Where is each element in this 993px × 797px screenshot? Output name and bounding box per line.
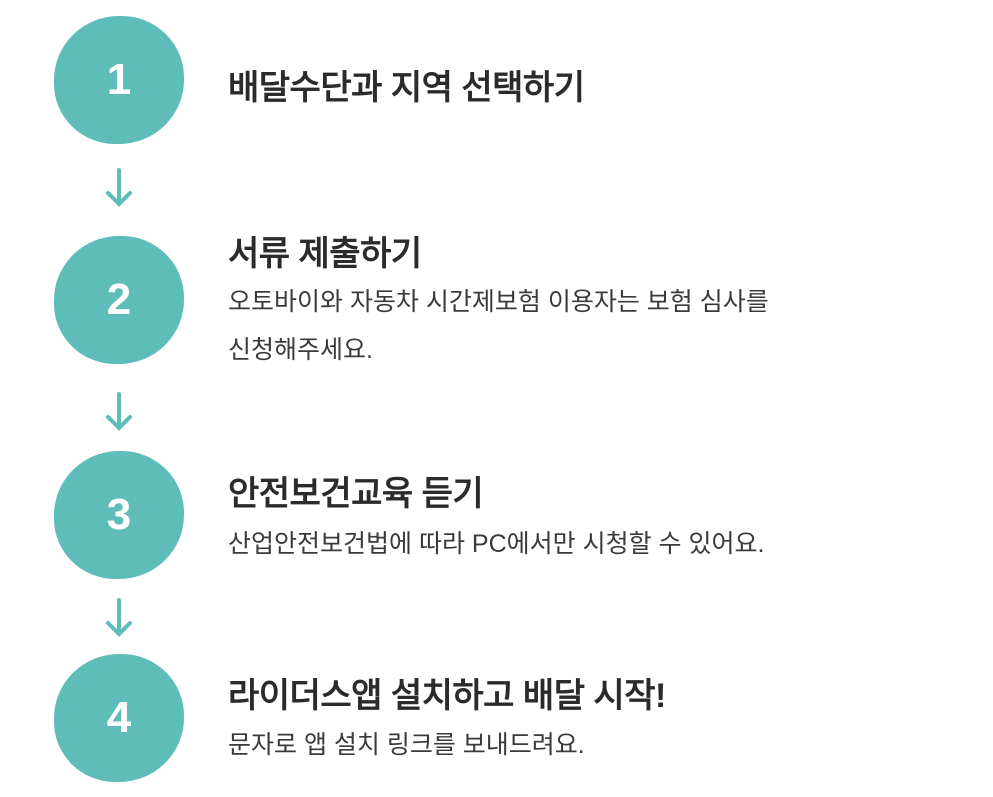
step-title: 서류 제출하기 (228, 235, 422, 273)
desc-line: 신청해주세요. (228, 336, 373, 364)
arrow-down-icon (106, 598, 132, 637)
step-description: 문자로 앱 설치 링크를 보내드려요. (228, 731, 585, 759)
step-title: 안전보건교육 듣기 (228, 475, 484, 513)
step-number-badge: 3 (54, 451, 184, 579)
step-number-badge: 1 (54, 16, 184, 144)
step-number-badge: 2 (54, 236, 184, 364)
step-description: 산업안전보건법에 따라 PC에서만 시청할 수 있어요. (228, 530, 765, 558)
step-title: 라이더스앱 설치하고 배달 시작! (228, 677, 666, 715)
step-title: 배달수단과 지역 선택하기 (228, 69, 585, 107)
desc-line: 오토바이와 자동차 시간제보험 이용자는 보험 심사를 (228, 288, 769, 316)
step-description: 오토바이와 자동차 시간제보험 이용자는 보험 심사를 신청해주세요. (228, 278, 769, 374)
arrow-down-icon (106, 392, 132, 431)
step-number-badge: 4 (54, 654, 184, 782)
arrow-down-icon (106, 168, 132, 207)
